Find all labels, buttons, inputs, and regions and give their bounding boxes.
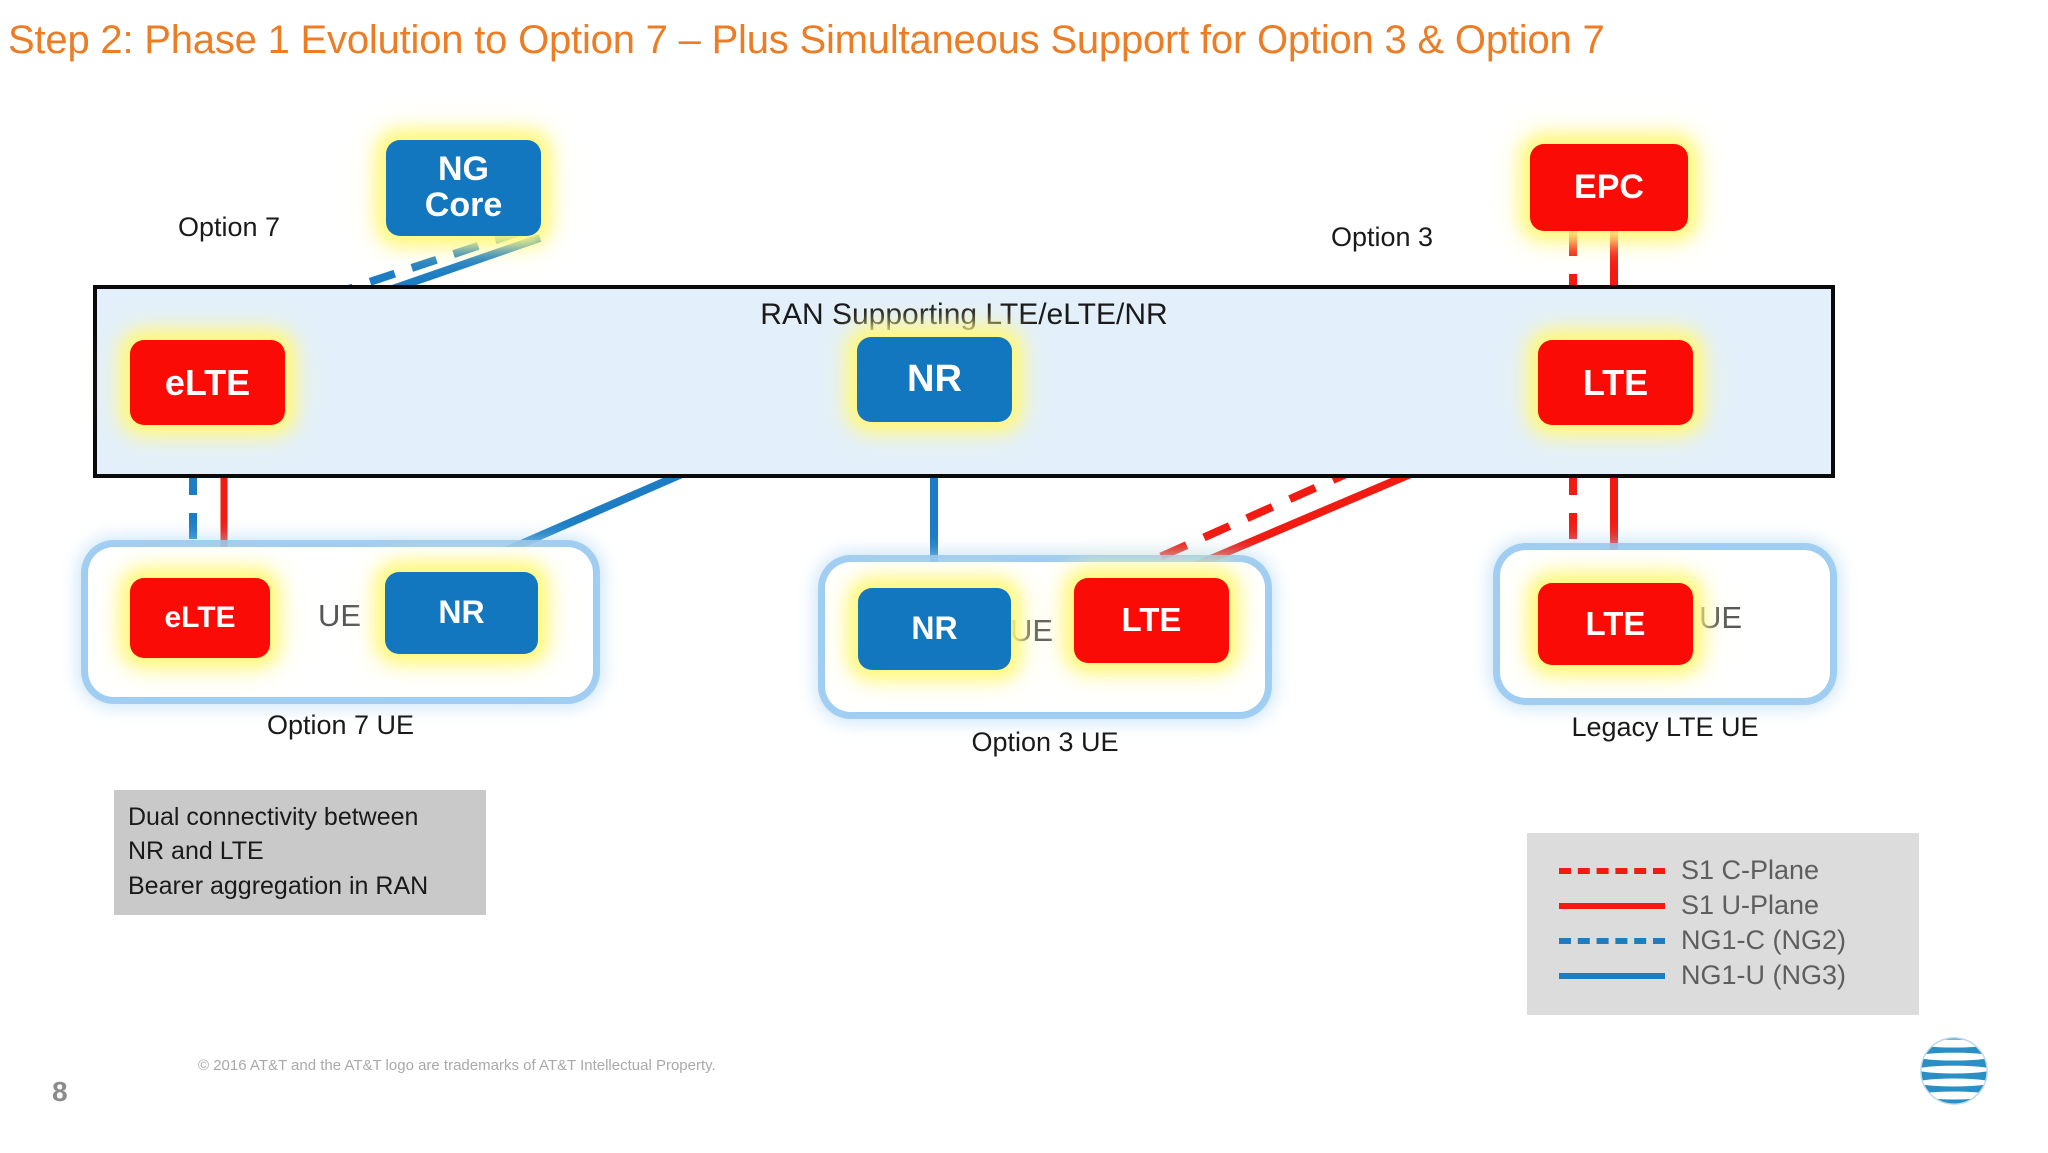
- ue-group-option7-caption: Option 7 UE: [266, 710, 415, 740]
- note-line-3: Bearer aggregation in RAN: [128, 871, 429, 900]
- ue-group-option3-caption: Option 3 UE: [971, 727, 1119, 757]
- page-title: Step 2: Phase 1 Evolution to Option 7 – …: [8, 18, 1605, 62]
- legend-label-ng1-c: NG1-C (NG2): [1681, 925, 1847, 955]
- node-ue-option3-lte[interactable]: LTE: [1074, 578, 1229, 663]
- node-ue-option3-lte-label: LTE: [1121, 601, 1182, 639]
- node-ran-lte[interactable]: LTE: [1538, 340, 1693, 425]
- ue-group-legacy-ue-text: UE: [1699, 600, 1743, 635]
- legend-swatch-s1-c-plane-icon: [1559, 867, 1665, 874]
- legend-item-s1-u-plane: S1 U-Plane: [1527, 888, 1919, 923]
- legend-swatch-s1-u-plane-icon: [1559, 902, 1665, 909]
- node-ng-core-label-line2: Core: [424, 186, 503, 224]
- node-ran-lte-label: LTE: [1582, 361, 1649, 403]
- node-ue-option7-nr-label: NR: [438, 594, 485, 631]
- legend-label-s1-u-plane: S1 U-Plane: [1681, 890, 1820, 920]
- ran-title: RAN Supporting LTE/eLTE/NR: [760, 298, 1168, 331]
- legend-item-ng1-u: NG1-U (NG3): [1527, 958, 1919, 993]
- note-line-2: NR and LTE: [128, 837, 264, 866]
- page-number: 8: [52, 1076, 68, 1107]
- node-ue-option3-nr-label: NR: [911, 610, 958, 647]
- legend: S1 C-Plane S1 U-Plane NG1-C (NG2) NG1-U …: [1527, 833, 1919, 1015]
- node-ue-option7-elte-label: eLTE: [164, 601, 236, 635]
- label-option-3: Option 3: [1331, 222, 1434, 252]
- node-ran-nr-label: NR: [907, 357, 962, 400]
- node-ran-elte[interactable]: eLTE: [130, 340, 285, 425]
- node-ng-core[interactable]: NG Core: [386, 140, 541, 236]
- node-ran-elte-label: eLTE: [164, 361, 251, 403]
- note-box: Dual connectivity between NR and LTE Bea…: [114, 790, 486, 915]
- node-ng-core-label-line1: NG: [438, 150, 489, 189]
- node-epc[interactable]: EPC: [1530, 144, 1688, 231]
- node-ue-option3-nr[interactable]: NR: [858, 588, 1011, 670]
- copyright-text: © 2016 AT&T and the AT&T logo are tradem…: [198, 1057, 716, 1074]
- ue-group-option3-ue-text: UE: [1010, 613, 1054, 648]
- att-logo-icon: [1920, 1037, 1988, 1105]
- legend-swatch-ng1-c-icon: [1559, 937, 1665, 944]
- legend-item-ng1-c: NG1-C (NG2): [1527, 923, 1919, 958]
- node-ue-legacy-lte[interactable]: LTE: [1538, 583, 1693, 665]
- node-epc-label: EPC: [1574, 167, 1644, 206]
- node-ran-nr[interactable]: NR: [857, 337, 1012, 422]
- note-line-1: Dual connectivity between: [128, 803, 419, 831]
- legend-label-s1-c-plane: S1 C-Plane: [1681, 855, 1820, 885]
- label-option-7: Option 7: [178, 212, 281, 242]
- ue-group-option7-ue-text: UE: [318, 598, 362, 633]
- node-ue-option7-elte[interactable]: eLTE: [130, 578, 270, 658]
- legend-label-ng1-u: NG1-U (NG3): [1681, 960, 1847, 990]
- ue-group-legacy-caption: Legacy LTE UE: [1571, 712, 1759, 742]
- node-ue-option7-nr[interactable]: NR: [385, 572, 538, 654]
- legend-item-s1-c-plane: S1 C-Plane: [1527, 853, 1919, 888]
- legend-swatch-ng1-u-icon: [1559, 972, 1665, 979]
- node-ue-legacy-lte-label: LTE: [1585, 604, 1646, 642]
